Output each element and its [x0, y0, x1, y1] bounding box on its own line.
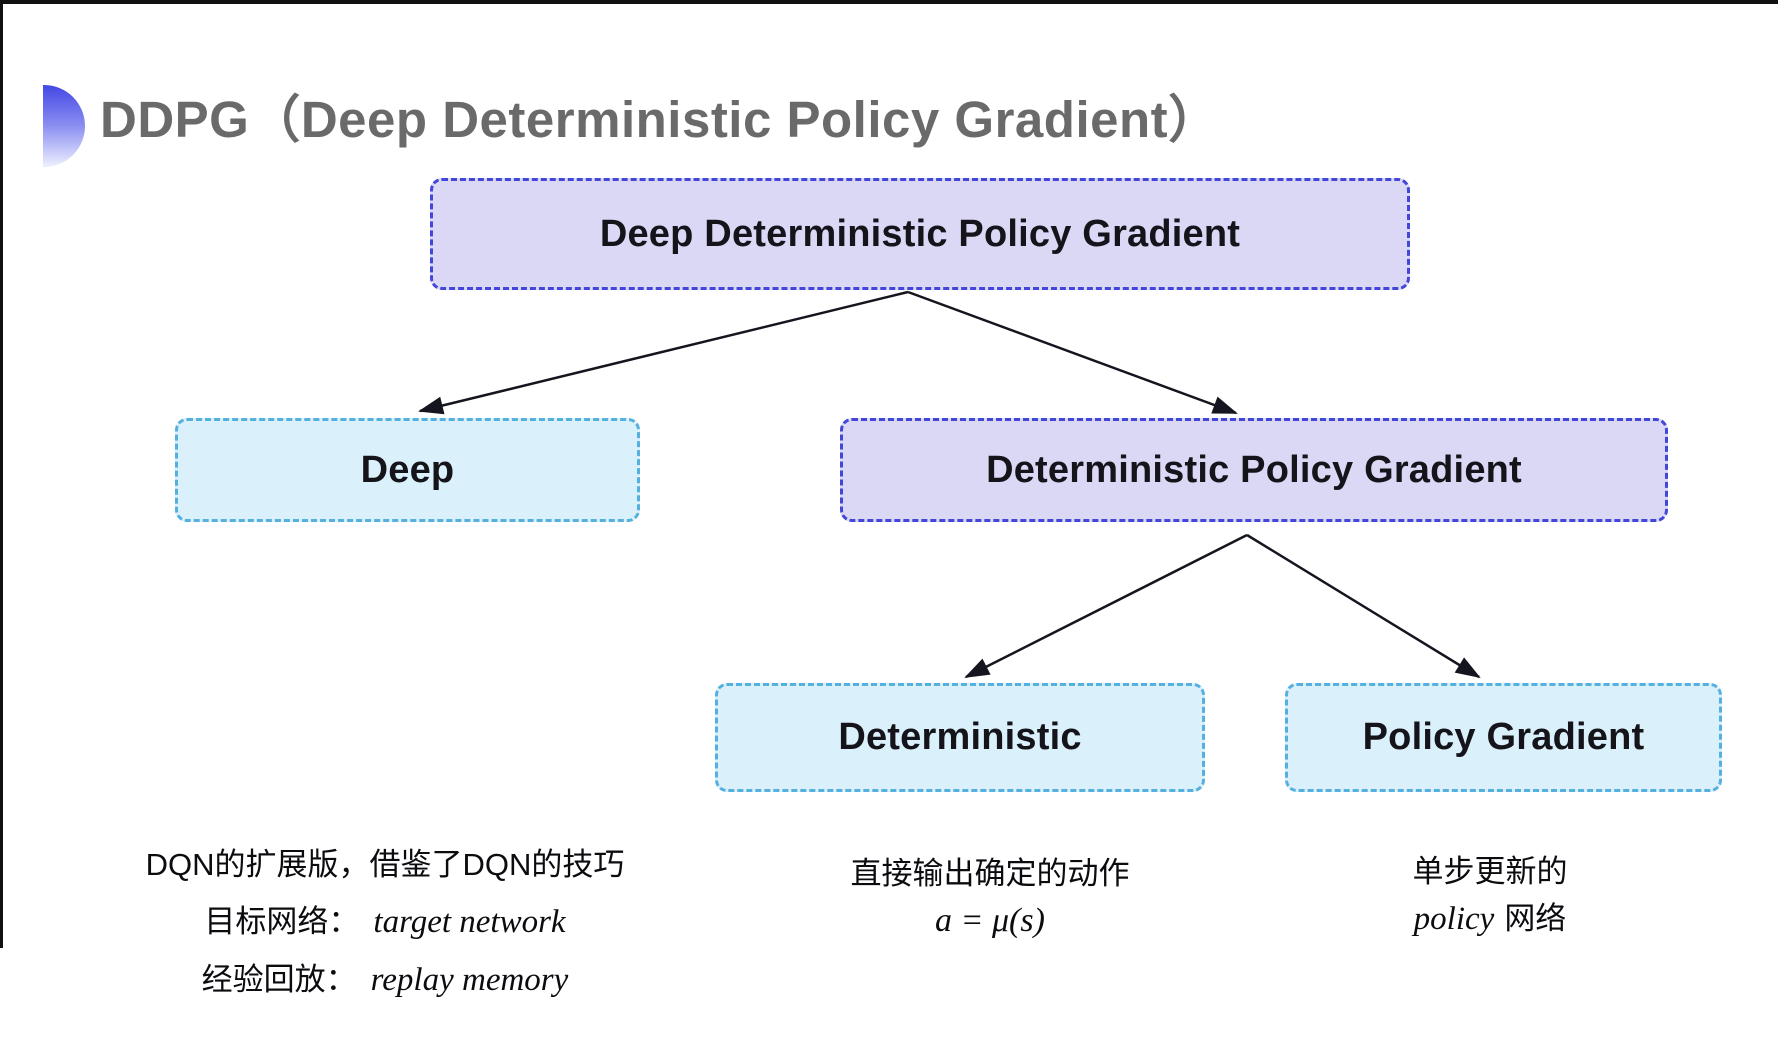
note-line: 目标网络： target network [95, 893, 675, 951]
note-line: DQN的扩展版，借鉴了DQN的技巧 [145, 847, 625, 882]
node-deterministic: Deterministic [715, 683, 1205, 792]
node-deep-deterministic-policy-gradient: Deep Deterministic Policy Gradient [430, 178, 1410, 290]
note-line: 经验回放： replay memory [95, 951, 675, 1009]
node-label: Policy Gradient [1362, 716, 1645, 758]
frame-left-edge [0, 0, 3, 948]
page-title: DDPG（Deep Deterministic Policy Gradient） [100, 91, 1220, 148]
node-deterministic-policy-gradient: Deterministic Policy Gradient [840, 418, 1668, 522]
note-line: 单步更新的 [1412, 854, 1568, 889]
node-label: Deterministic Policy Gradient [986, 448, 1522, 491]
note-label: 经验回放： [201, 962, 357, 997]
note-term: target network [373, 904, 566, 940]
title-bullet-icon [43, 85, 85, 167]
node-policy-gradient: Policy Gradient [1285, 683, 1722, 792]
note-deep: DQN的扩展版，借鉴了DQN的技巧 目标网络： target network 经验… [95, 836, 675, 1009]
note-formula: a = μ(s) [935, 902, 1045, 939]
note-label: 目标网络： [204, 904, 360, 939]
note-line: 直接输出确定的动作 [850, 856, 1130, 891]
note-line: policy 网络 [1270, 895, 1710, 943]
node-label: Deterministic [838, 716, 1082, 758]
node-label: Deep Deterministic Policy Gradient [599, 212, 1241, 255]
node-deep: Deep [175, 418, 640, 522]
note-term: policy [1413, 901, 1495, 937]
frame-top-edge [0, 0, 1778, 4]
note-label: 网络 [1504, 901, 1567, 936]
node-label: Deep [360, 448, 455, 491]
note-deterministic: 直接输出确定的动作 a = μ(s) [770, 850, 1210, 944]
note-term: replay memory [370, 962, 569, 998]
note-policy-gradient: 单步更新的 policy 网络 [1270, 848, 1710, 943]
